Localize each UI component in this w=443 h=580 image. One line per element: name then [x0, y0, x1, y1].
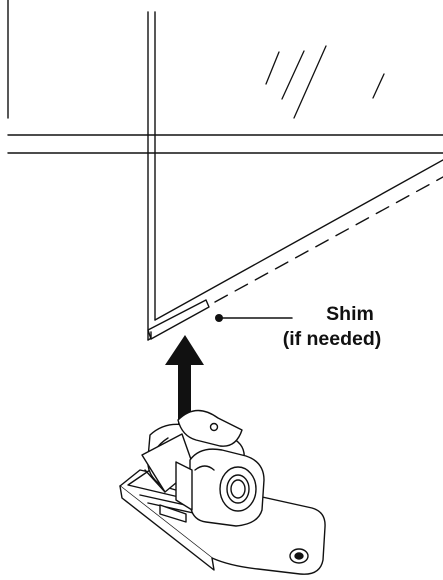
callout-title: Shim [326, 303, 374, 325]
glass-reflection-marks [265, 45, 385, 119]
shim-callout: Shim (if needed) [232, 302, 432, 352]
door-bottom-clamp [119, 409, 326, 575]
callout-dot [215, 314, 223, 322]
shim [147, 299, 210, 340]
up-arrow-icon [165, 335, 204, 440]
callout-note: (if needed) [282, 328, 382, 350]
wall-frame [7, 0, 443, 341]
